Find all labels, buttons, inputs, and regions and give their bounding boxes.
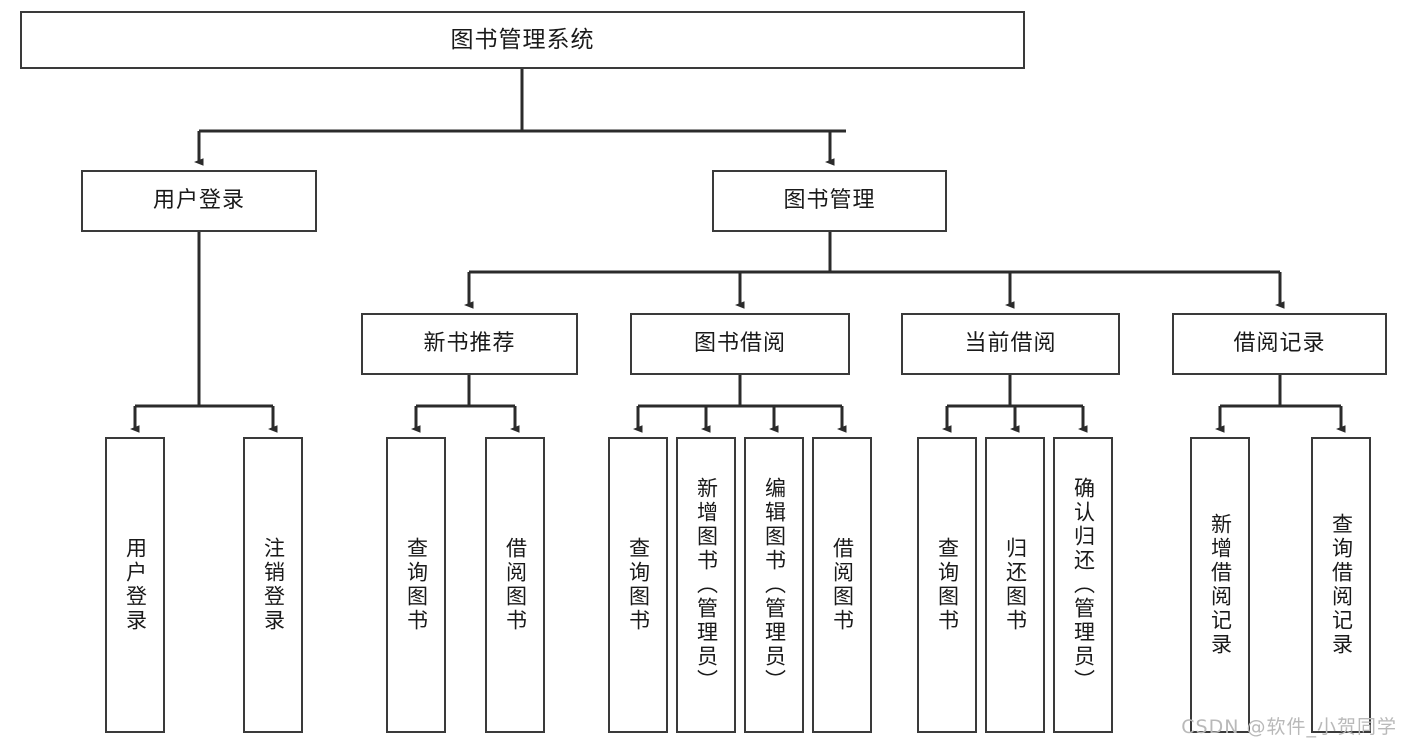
node-book-borrow-label: 图书借阅 [693, 331, 786, 357]
node-leaf-add-book-admin[interactable]: 新增图书（管理员） [676, 437, 736, 733]
node-leaf-confirm-return-admin[interactable]: 确认归还（管理员） [1053, 437, 1113, 733]
node-leaf-logout[interactable]: 注销登录 [243, 437, 303, 733]
node-new-book-recommend[interactable]: 新书推荐 [361, 313, 578, 375]
node-leaf-query-book-current[interactable]: 查询图书 [917, 437, 977, 733]
node-leaf-return-book-label: 归还图书 [1003, 537, 1028, 633]
node-leaf-query-book-recommend[interactable]: 查询图书 [386, 437, 446, 733]
node-current-borrow[interactable]: 当前借阅 [901, 313, 1120, 375]
node-borrow-record-label: 借阅记录 [1233, 331, 1326, 357]
node-root[interactable]: 图书管理系统 [20, 11, 1025, 69]
node-leaf-logout-label: 注销登录 [261, 537, 286, 633]
node-leaf-query-book-label: 查询图书 [626, 537, 651, 633]
node-current-borrow-label: 当前借阅 [964, 331, 1057, 357]
node-leaf-add-book-admin-label: 新增图书（管理员） [694, 477, 719, 693]
watermark-text: CSDN @软件_小贺同学 [1181, 716, 1397, 738]
node-leaf-query-book-current-label: 查询图书 [935, 537, 960, 633]
node-leaf-borrow-book-recommend[interactable]: 借阅图书 [485, 437, 545, 733]
node-book-management[interactable]: 图书管理 [712, 170, 947, 232]
node-leaf-borrow-book-label: 借阅图书 [830, 537, 855, 633]
node-leaf-add-borrow-record[interactable]: 新增借阅记录 [1190, 437, 1250, 733]
node-leaf-add-borrow-record-label: 新增借阅记录 [1208, 513, 1233, 657]
node-leaf-edit-book-admin-label: 编辑图书（管理员） [762, 477, 787, 693]
node-book-management-label: 图书管理 [783, 188, 876, 214]
node-root-label: 图书管理系统 [450, 26, 595, 53]
node-leaf-query-book-recommend-label: 查询图书 [404, 537, 429, 633]
node-leaf-borrow-book-recommend-label: 借阅图书 [503, 537, 528, 633]
node-leaf-borrow-book[interactable]: 借阅图书 [812, 437, 872, 733]
node-borrow-record[interactable]: 借阅记录 [1172, 313, 1387, 375]
node-book-borrow[interactable]: 图书借阅 [630, 313, 850, 375]
node-user-login-label: 用户登录 [152, 188, 245, 214]
node-leaf-confirm-return-admin-label: 确认归还（管理员） [1071, 477, 1096, 693]
node-leaf-query-borrow-record[interactable]: 查询借阅记录 [1311, 437, 1371, 733]
node-leaf-return-book[interactable]: 归还图书 [985, 437, 1045, 733]
node-leaf-query-borrow-record-label: 查询借阅记录 [1329, 513, 1354, 657]
node-new-book-recommend-label: 新书推荐 [423, 331, 516, 357]
node-leaf-user-login[interactable]: 用户登录 [105, 437, 165, 733]
node-leaf-query-book[interactable]: 查询图书 [608, 437, 668, 733]
node-user-login[interactable]: 用户登录 [81, 170, 317, 232]
node-leaf-edit-book-admin[interactable]: 编辑图书（管理员） [744, 437, 804, 733]
node-leaf-user-login-label: 用户登录 [123, 537, 148, 633]
